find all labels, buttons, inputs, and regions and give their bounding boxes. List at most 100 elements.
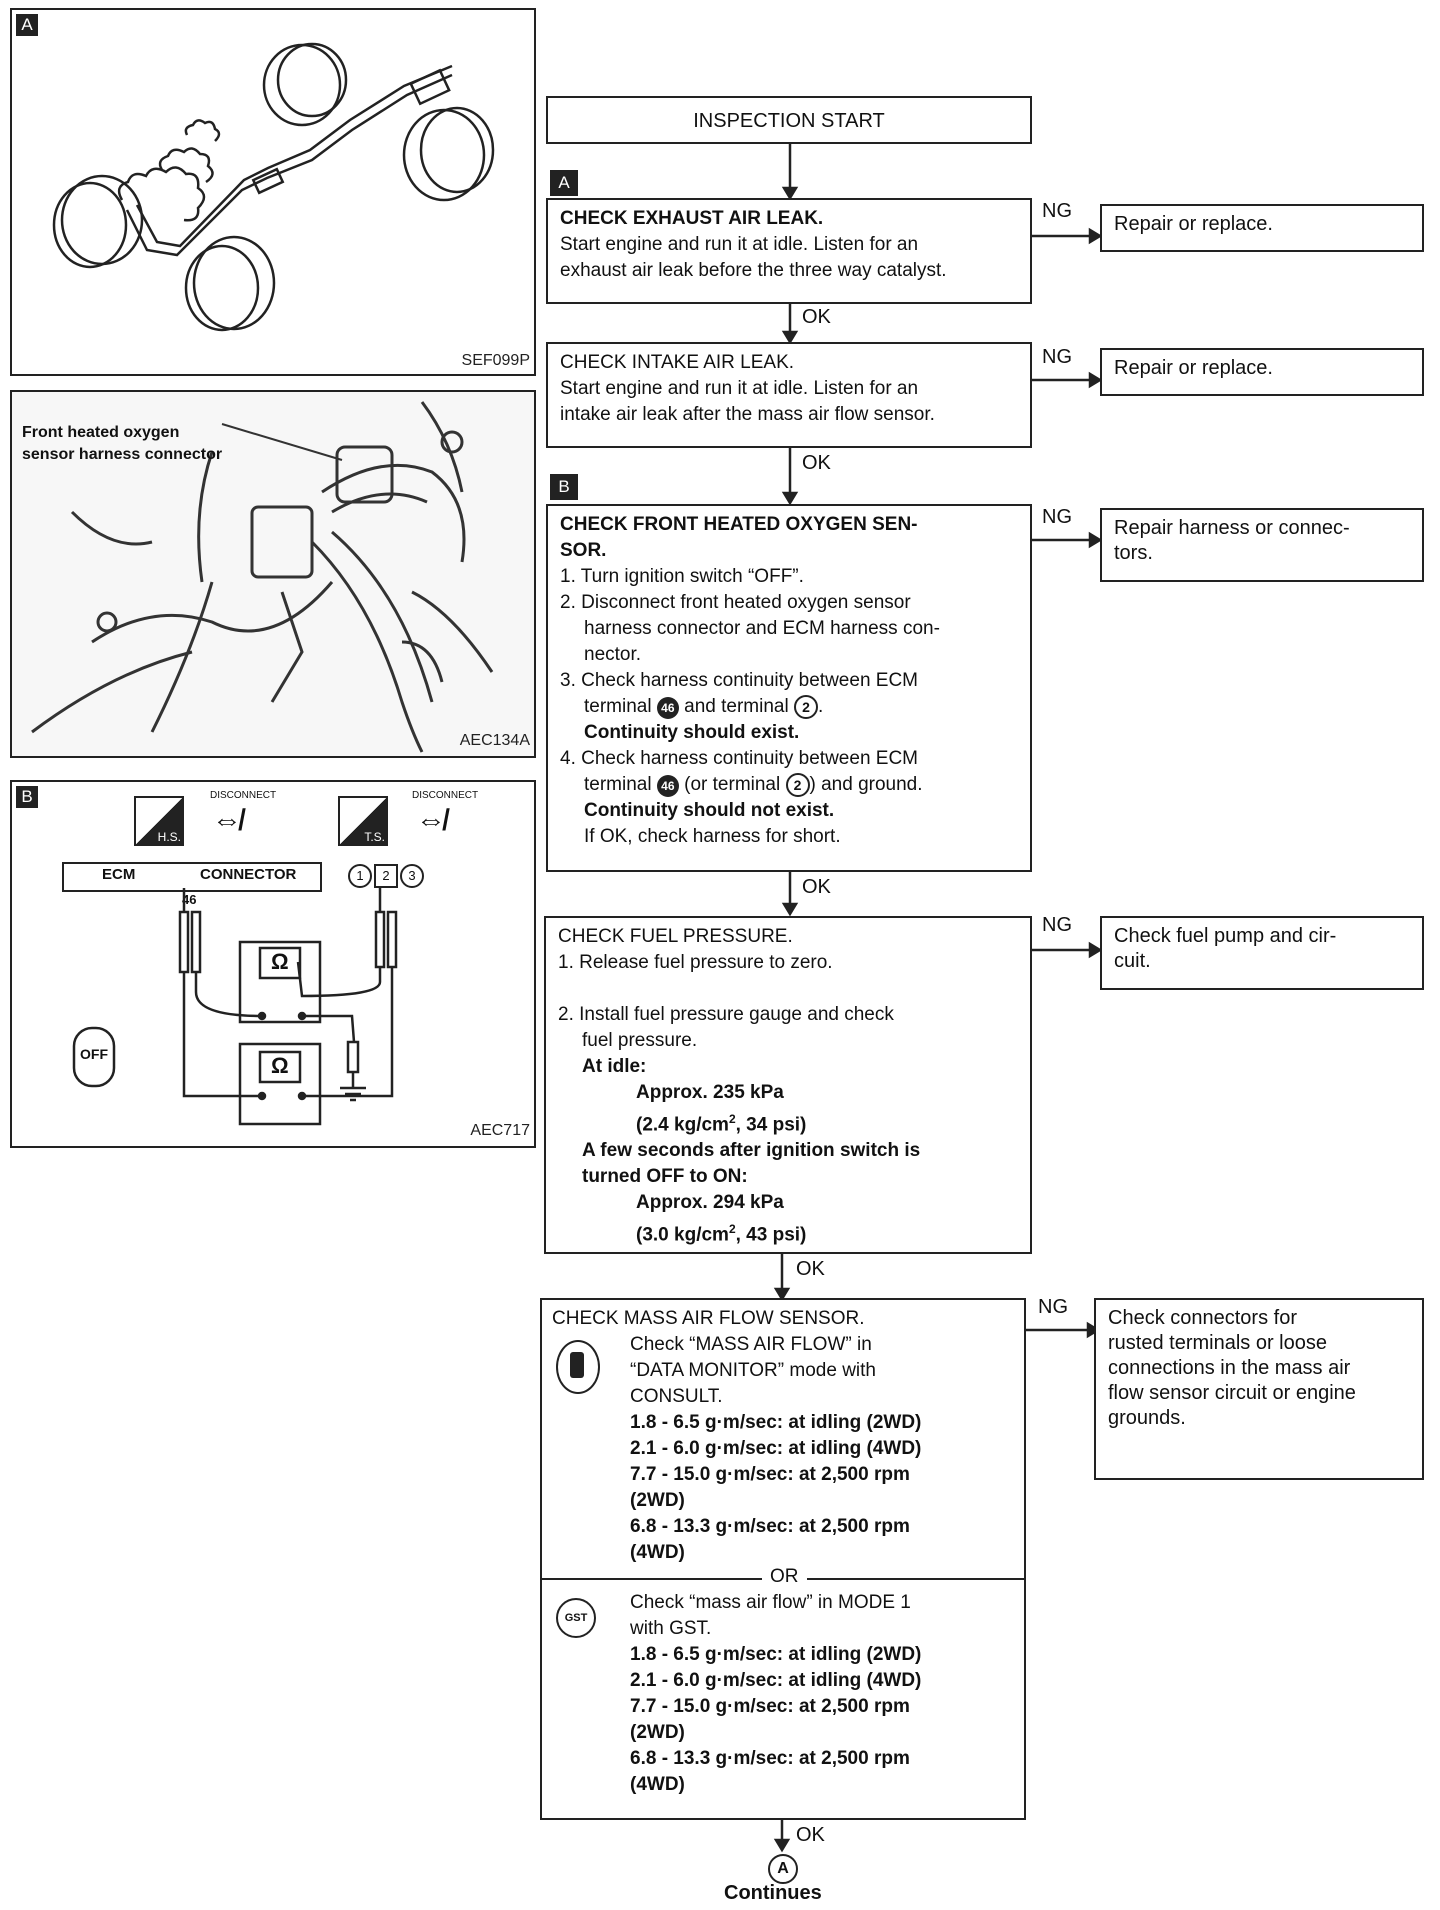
terminal-2-badge: 2 xyxy=(793,695,818,719)
pin-2: 2 xyxy=(374,864,398,888)
maf-value: 7.7 - 15.0 g·m/sec: at 2,500 rpm xyxy=(630,1464,910,1485)
terminal-side-icon: T.S. xyxy=(338,796,388,846)
oxygen-sensor-result-1: Repair harness or connec- xyxy=(1114,517,1350,539)
ng-label-1: NG xyxy=(1042,200,1072,222)
disconnect-label-2: DISCONNECT xyxy=(412,790,479,801)
ng-label-2: NG xyxy=(1042,346,1072,368)
maf-title: CHECK MASS AIR FLOW SENSOR. xyxy=(552,1308,865,1329)
gst-icon-label: GST xyxy=(564,1612,588,1624)
intake-leak-line2: intake air leak after the mass air flow … xyxy=(560,404,935,425)
maf-value: 1.8 - 6.5 g·m/sec: at idling (2WD) xyxy=(630,1644,922,1665)
maf-value: 6.8 - 13.3 g·m/sec: at 2,500 rpm xyxy=(630,1748,910,1769)
oxygen-sensor-s2a: 2. Disconnect front heated oxygen sensor xyxy=(560,592,911,613)
maf-consult-3: CONSULT. xyxy=(630,1386,723,1407)
fuel-pressure-v2b: (3.0 kg/cm2, 43 psi) xyxy=(558,1216,1018,1248)
oxygen-sensor-s1: 1. Turn ignition switch “OFF”. xyxy=(560,566,804,587)
figure-a-panel: A SEF099P xyxy=(10,8,536,376)
s4b-mid: (or terminal xyxy=(684,774,781,795)
exhaust-leak-line2: exhaust air leak before the three way ca… xyxy=(560,260,947,281)
disconnect-label-1: DISCONNECT xyxy=(210,790,277,801)
s4b-pre: terminal xyxy=(584,774,652,795)
terminal-46-label: 46 xyxy=(182,892,197,907)
oxygen-sensor-result-2: tors. xyxy=(1114,542,1153,564)
disconnect-icon: ⇎ xyxy=(416,804,446,837)
ok-label-4: OK xyxy=(796,1258,825,1280)
harness-side-icon: H.S. xyxy=(134,796,184,846)
maf-value: (2WD) xyxy=(630,1722,685,1743)
maf-result-1: Check connectors for xyxy=(1108,1307,1297,1329)
harness-photo-panel: Front heated oxygen sensor harness conne… xyxy=(10,390,536,758)
exhaust-leak-title: CHECK EXHAUST AIR LEAK. xyxy=(560,208,824,229)
ok-label-1: OK xyxy=(802,306,831,328)
maf-value: 1.8 - 6.5 g·m/sec: at idling (2WD) xyxy=(630,1412,922,1433)
maf-consult-1: Check “MASS AIR FLOW” in xyxy=(630,1334,872,1355)
oxygen-sensor-s4c: Continuity should not exist. xyxy=(584,800,835,821)
consult-icon xyxy=(556,1340,600,1394)
terminal-side-label: T.S. xyxy=(364,830,385,844)
oxygen-sensor-s3c: Continuity should exist. xyxy=(584,722,800,743)
maf-result: Check connectors for rusted terminals or… xyxy=(1094,1298,1424,1480)
maf-gst-2: with GST. xyxy=(630,1618,712,1639)
oxygen-sensor-s3b: terminal 46 and terminal 2. xyxy=(560,694,1018,720)
intake-leak-title: CHECK INTAKE AIR LEAK. xyxy=(560,352,795,373)
ignition-off-icon: OFF xyxy=(80,1046,108,1062)
maf-result-5: grounds. xyxy=(1108,1407,1186,1429)
intake-leak-result: Repair or replace. xyxy=(1100,348,1424,396)
maf-consult-2: “DATA MONITOR” mode with xyxy=(630,1360,876,1381)
maf-value: (4WD) xyxy=(630,1774,685,1795)
maf-gst-1: Check “mass air flow” in MODE 1 xyxy=(630,1592,911,1613)
ohm-symbol-1: Ω xyxy=(271,949,289,974)
fuel-pressure-v2: Approx. 294 kPa xyxy=(636,1192,784,1214)
fuel-pressure-v1b: (2.4 kg/cm2, 34 psi) xyxy=(558,1106,1018,1138)
inspection-start-box: INSPECTION START xyxy=(546,96,1032,144)
ecm-label: ECM xyxy=(102,866,136,883)
intake-leak-line1: Start engine and run it at idle. Listen … xyxy=(560,378,919,399)
exhaust-leak-result-text: Repair or replace. xyxy=(1114,213,1273,235)
ng-label-4: NG xyxy=(1042,914,1072,936)
oxygen-sensor-s4b: terminal 46 (or terminal 2) and ground. xyxy=(560,772,1018,798)
maf-value: 2.1 - 6.0 g·m/sec: at idling (4WD) xyxy=(630,1438,922,1459)
oxygen-sensor-s2b: harness connector and ECM harness con- xyxy=(584,618,940,639)
figure-a-tag: A xyxy=(16,14,38,36)
figure-a-code: SEF099P xyxy=(461,352,530,369)
fuel-pressure-after2: turned OFF to ON: xyxy=(582,1166,748,1188)
maf-value: 6.8 - 13.3 g·m/sec: at 2,500 rpm xyxy=(630,1516,910,1537)
ng-label-5: NG xyxy=(1038,1296,1068,1318)
flow-tag-a: A xyxy=(550,170,578,196)
ecm-connector-bar xyxy=(62,862,322,892)
oxygen-sensor-title-1: CHECK FRONT HEATED OXYGEN SEN- xyxy=(560,514,918,535)
ok-label-2: OK xyxy=(802,452,831,474)
s4b-end: ) and ground. xyxy=(809,774,923,795)
intake-leak-step: CHECK INTAKE AIR LEAK. Start engine and … xyxy=(546,342,1032,448)
terminal-2-badge: 2 xyxy=(785,773,810,797)
exhaust-leak-result: Repair or replace. xyxy=(1100,204,1424,252)
photo-label: Front heated oxygen sensor harness conne… xyxy=(22,422,222,466)
v2b-post: , 43 psi) xyxy=(735,1224,807,1246)
exhaust-system-drawing xyxy=(52,42,495,332)
fuel-pressure-result: Check fuel pump and cir- cuit. xyxy=(1100,916,1424,990)
fuel-pressure-result-1: Check fuel pump and cir- xyxy=(1114,925,1337,947)
v2b-pre: (3.0 kg/cm xyxy=(636,1224,729,1246)
or-divider: OR xyxy=(542,1564,1024,1590)
v2b-sup: 2 xyxy=(728,1222,736,1237)
oxygen-sensor-step: CHECK FRONT HEATED OXYGEN SEN- SOR. 1. T… xyxy=(546,504,1032,872)
figure-b-code: AEC717 xyxy=(470,1122,530,1139)
fuel-pressure-idle: At idle: xyxy=(582,1056,647,1077)
v1b-post: , 34 psi) xyxy=(735,1114,807,1136)
pin-1: 1 xyxy=(348,864,372,888)
continue-marker: A xyxy=(768,1854,798,1884)
oxygen-sensor-title-2: SOR. xyxy=(560,540,607,561)
exhaust-leak-line1: Start engine and run it at idle. Listen … xyxy=(560,234,919,255)
ok-label-5: OK xyxy=(796,1824,825,1846)
fuel-pressure-step: CHECK FUEL PRESSURE. 1. Release fuel pre… xyxy=(544,916,1032,1254)
fuel-pressure-after1: A few seconds after ignition switch is xyxy=(582,1140,921,1162)
terminal-46-badge: 46 xyxy=(656,775,679,797)
maf-result-3: connections in the mass air xyxy=(1108,1357,1351,1379)
mass-air-flow-step: CHECK MASS AIR FLOW SENSOR. Check “MASS … xyxy=(540,1298,1026,1820)
harness-photo-drawing xyxy=(31,401,494,753)
s3b-mid: and terminal xyxy=(684,696,789,717)
maf-value: (4WD) xyxy=(630,1542,685,1563)
continuity-circuit-drawing xyxy=(72,888,398,1126)
fuel-pressure-result-2: cuit. xyxy=(1114,950,1151,972)
terminal-46-badge: 46 xyxy=(656,697,679,719)
